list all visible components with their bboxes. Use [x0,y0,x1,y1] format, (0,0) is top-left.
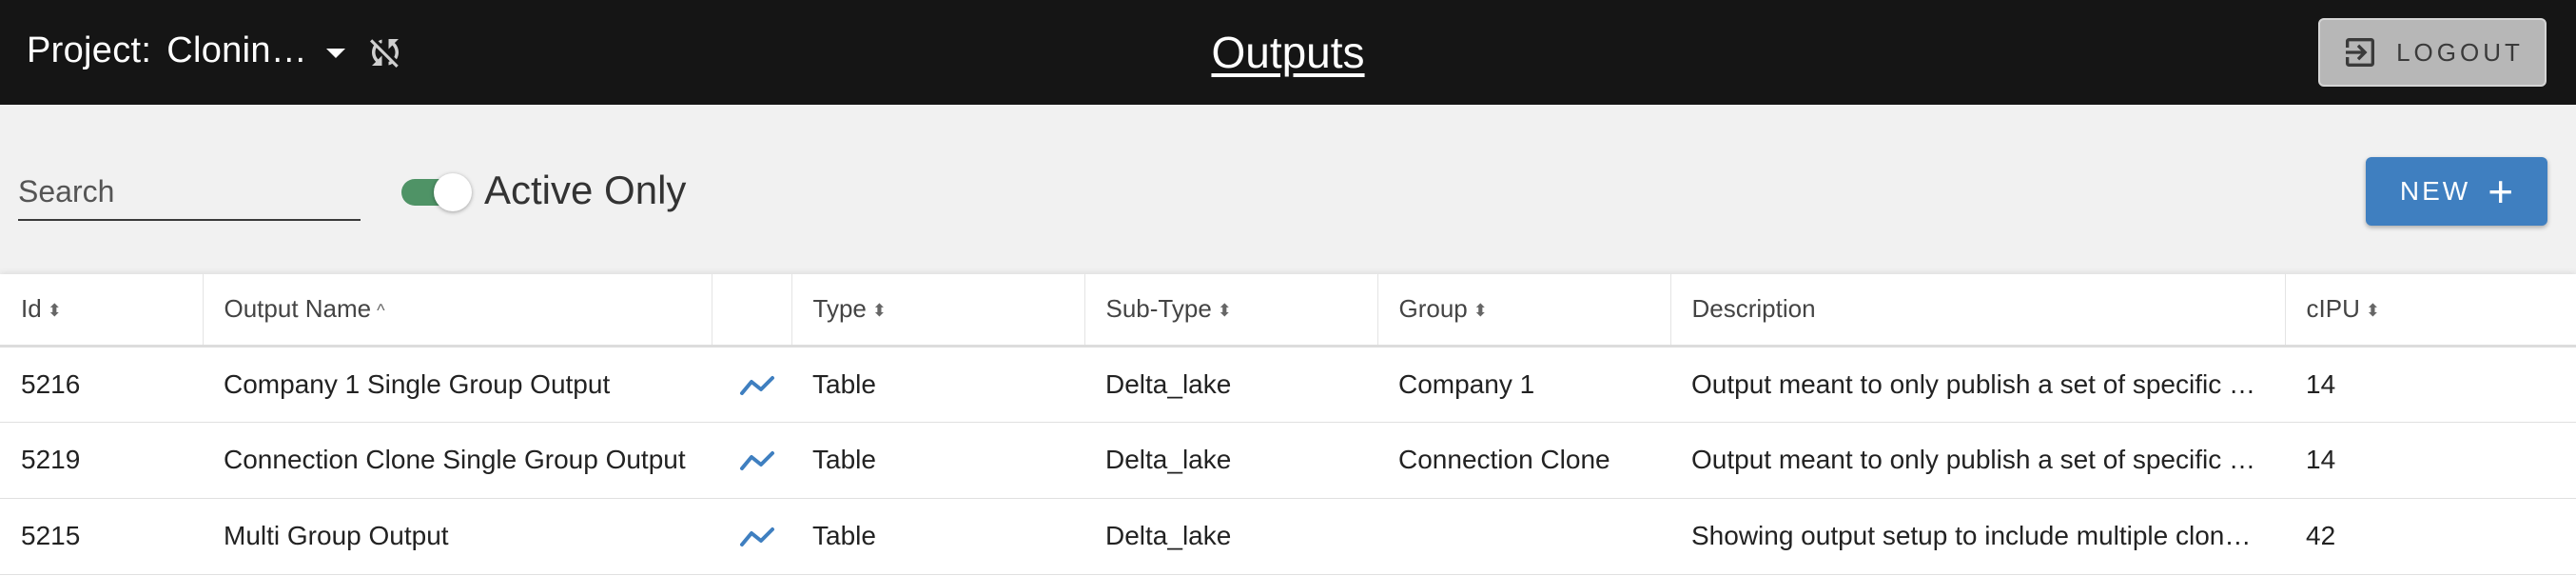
column-header-cipu[interactable]: cIPU⬍ [2285,274,2576,348]
cell-id: 5216 [0,346,203,423]
cell-id: 5219 [0,422,203,499]
cell-output-name: Connection Clone Single Group Output [203,422,712,499]
cell-sub-type: Delta_lake [1084,346,1377,423]
column-header-group[interactable]: Group⬍ [1377,274,1671,348]
sort-ascending-icon: ^ [377,300,385,320]
search-input[interactable] [18,169,361,221]
header-label: Sub-Type [1105,294,1212,324]
sort-icon: ⬍ [2365,300,2380,320]
cell-description: Showing output setup to include multiple… [1670,498,2285,575]
cell-type: Table [791,498,1084,575]
cell-type: Table [791,422,1084,499]
cell-chart[interactable] [712,498,791,575]
plus-icon: + [2488,167,2514,216]
project-name: Clonin… [166,30,308,70]
cell-cipu: 14 [2285,346,2576,423]
logout-button[interactable]: LOGOUT [2318,18,2547,87]
sort-icon: ⬍ [1217,300,1232,320]
column-header-id[interactable]: Id⬍ [0,274,204,348]
table-row[interactable]: 5215 Multi Group Output Table Delta_lake… [0,498,2576,575]
cell-cipu: 14 [2285,422,2576,499]
cell-group: Company 1 [1377,346,1670,423]
header-label: Description [1691,294,1816,324]
header-label: Output Name [224,294,372,324]
cell-sub-type: Delta_lake [1084,422,1377,499]
chevron-down-icon [326,48,346,58]
new-output-button[interactable]: NEW + [2366,157,2547,226]
table-row[interactable]: 5219 Connection Clone Single Group Outpu… [0,422,2576,499]
column-header-description: Description [1670,274,2286,348]
outputs-table: Id⬍ Output Name^ Type⬍ Sub-Type⬍ Group⬍ … [0,274,2576,576]
cell-cipu: 42 [2285,498,2576,575]
line-chart-icon[interactable] [738,446,776,474]
line-chart-icon[interactable] [738,522,776,550]
new-label: NEW [2399,176,2471,206]
cell-id: 5215 [0,498,203,575]
header-label: Id [21,294,42,324]
cell-chart[interactable] [712,346,791,423]
cell-description: Output meant to only publish a set of sp… [1670,346,2285,423]
toggle-thumb [434,173,472,211]
column-header-output-name[interactable]: Output Name^ [203,274,712,348]
page-title[interactable]: Outputs [1211,28,1365,77]
cell-group [1377,498,1670,575]
cell-group: Connection Clone [1377,422,1670,499]
column-header-chart [712,274,792,348]
cell-chart[interactable] [712,422,791,499]
cell-output-name: Company 1 Single Group Output [203,346,712,423]
sort-icon: ⬍ [1473,300,1488,320]
line-chart-icon[interactable] [738,370,776,399]
project-selector[interactable]: Project: Clonin… [27,30,346,71]
table-row[interactable]: 5216 Company 1 Single Group Output Table… [0,346,2576,423]
table-header-row: Id⬍ Output Name^ Type⬍ Sub-Type⬍ Group⬍ … [0,274,2576,348]
toolbar: Active Only NEW + [0,105,2576,274]
column-header-type[interactable]: Type⬍ [791,274,1085,348]
page-title-wrap: Outputs [0,27,2576,78]
sort-icon: ⬍ [871,300,887,320]
cell-type: Table [791,346,1084,423]
column-header-sub-type[interactable]: Sub-Type⬍ [1084,274,1378,348]
active-only-label: Active Only [484,168,687,212]
sync-disabled-icon[interactable] [365,32,405,72]
active-only-toggle[interactable] [400,173,472,211]
project-label: Project: [27,30,152,70]
header-label: cIPU [2306,294,2360,324]
sort-icon: ⬍ [47,300,62,320]
header-label: Type [812,294,867,324]
header-label: Group [1398,294,1468,324]
cell-sub-type: Delta_lake [1084,498,1377,575]
top-app-bar: Project: Clonin… Outputs LOGOUT [0,0,2576,105]
logout-label: LOGOUT [2396,37,2524,67]
cell-description: Output meant to only publish a set of sp… [1670,422,2285,499]
cell-output-name: Multi Group Output [203,498,712,575]
logout-icon [2346,38,2375,67]
